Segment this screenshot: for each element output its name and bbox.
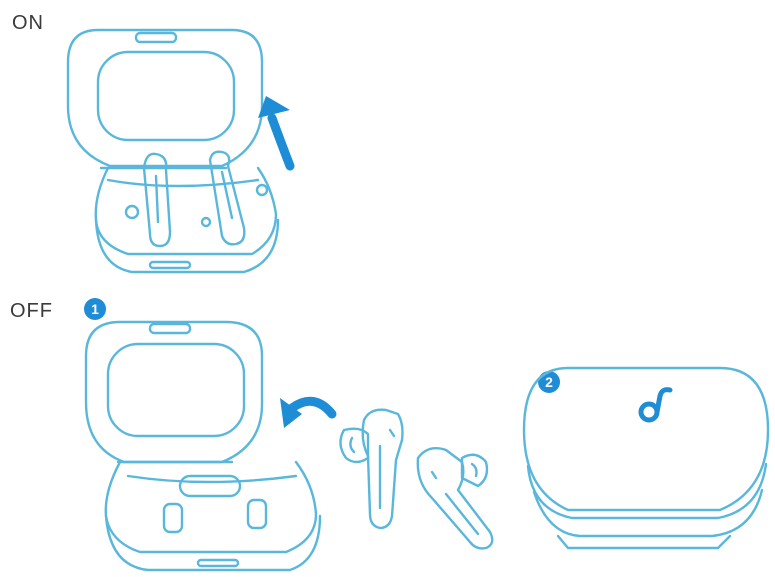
open-case-bottom: [96, 168, 278, 272]
off-case-top: [86, 322, 262, 462]
brand-logo-icon: [641, 390, 670, 420]
curved-arrow-icon: [280, 398, 332, 428]
closed-case: [524, 368, 768, 548]
off-case-bottom: [106, 462, 320, 570]
up-arrow-icon: [258, 96, 290, 166]
loose-earbud-right: [418, 448, 492, 548]
open-case-top: [68, 30, 262, 168]
loose-earbud-left: [340, 410, 402, 528]
